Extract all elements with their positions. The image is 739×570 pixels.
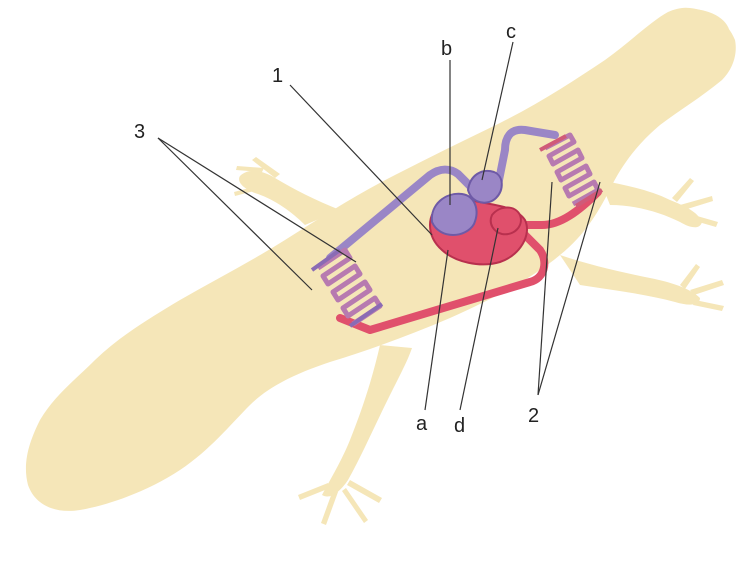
label-d: d xyxy=(454,415,465,437)
label-1: 1 xyxy=(272,65,283,87)
leader-3b xyxy=(158,138,312,290)
label-c: c xyxy=(506,21,516,43)
label-b: b xyxy=(441,38,452,60)
lizard-head xyxy=(650,9,730,61)
lizard-body xyxy=(26,8,736,511)
leader-3a xyxy=(158,138,356,262)
hind-right-leg xyxy=(560,255,700,305)
lizard-silhouette xyxy=(26,8,736,525)
hind-left-leg xyxy=(322,345,412,497)
heart-left-atrium xyxy=(491,208,521,235)
label-a: a xyxy=(416,413,428,435)
label-3: 3 xyxy=(134,121,145,143)
label-2: 2 xyxy=(528,405,539,427)
